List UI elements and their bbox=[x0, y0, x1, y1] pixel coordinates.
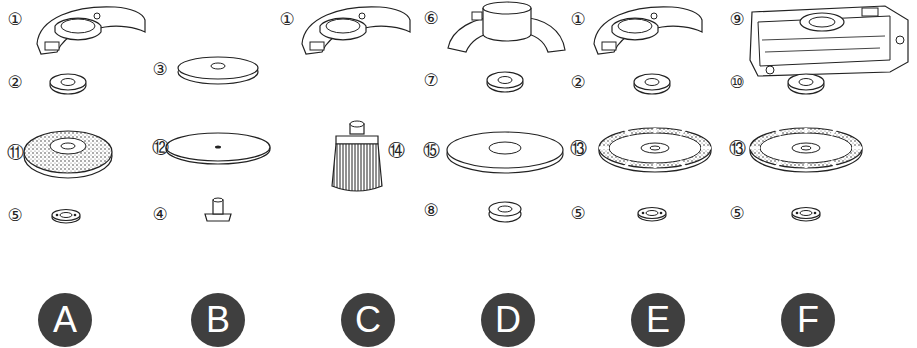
callout-number: ⑨ bbox=[729, 11, 744, 28]
set-letter-badge: E bbox=[631, 293, 685, 347]
callout-number: ③ bbox=[152, 61, 167, 78]
callout-number: ⑪ bbox=[7, 144, 24, 161]
set-letter-badge: B bbox=[191, 293, 245, 347]
set-letter-badge: F bbox=[781, 293, 835, 347]
callout-number: ⑬ bbox=[570, 140, 587, 157]
callout-number: ① bbox=[570, 11, 585, 28]
callout-number: ⑩ bbox=[729, 74, 744, 91]
callout-number: ② bbox=[7, 74, 22, 91]
callout-number: ⑭ bbox=[388, 142, 405, 159]
callout-number: ① bbox=[279, 11, 294, 28]
callout-number: ⑤ bbox=[7, 207, 22, 224]
set-letter: D bbox=[495, 302, 521, 338]
set-letter-badge: D bbox=[481, 293, 535, 347]
callout-number: ⑤ bbox=[570, 205, 585, 222]
callout-number: ⑮ bbox=[423, 142, 440, 159]
set-letter: F bbox=[797, 302, 819, 338]
set-letter-badge: C bbox=[341, 293, 395, 347]
callout-number: ⑬ bbox=[729, 140, 746, 157]
callout-number: ⑤ bbox=[729, 205, 744, 222]
set-letter: E bbox=[646, 302, 670, 338]
callout-number: ⑧ bbox=[423, 202, 438, 219]
set-letter: C bbox=[355, 302, 381, 338]
callout-number: ② bbox=[570, 74, 585, 91]
set-letter: B bbox=[206, 302, 230, 338]
callout-number: ④ bbox=[152, 206, 167, 223]
set-letter-badge: A bbox=[38, 293, 92, 347]
callout-number: ⑦ bbox=[423, 72, 438, 89]
callout-number: ⑥ bbox=[423, 10, 438, 27]
callout-number: ① bbox=[7, 11, 22, 28]
callout-number: ⑫ bbox=[152, 139, 169, 156]
set-letter: A bbox=[53, 302, 77, 338]
